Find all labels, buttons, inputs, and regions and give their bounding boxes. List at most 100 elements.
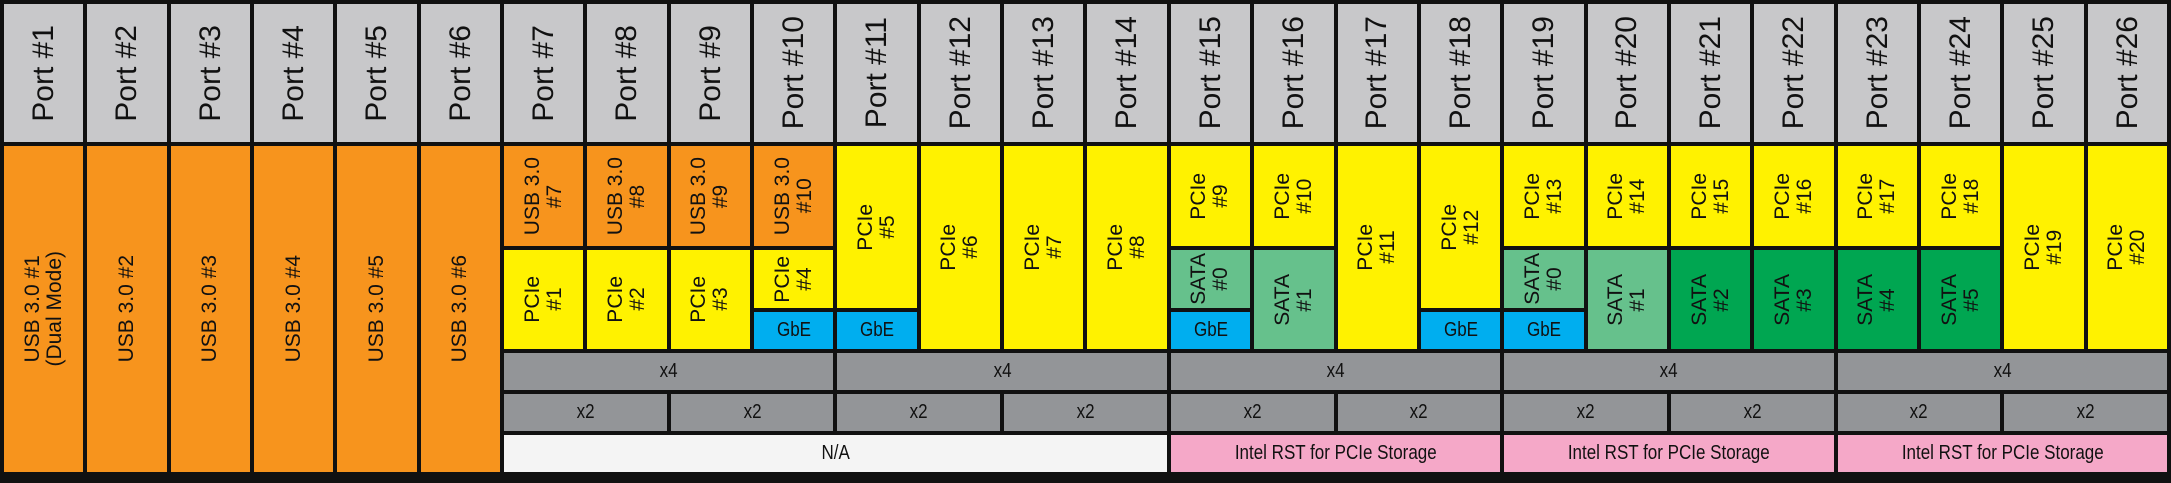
pcie-lane: PCIe #18 (1920, 146, 2001, 246)
port-header-label: Port #25 (2027, 16, 2061, 130)
port-header-label: Port #23 (1860, 16, 1894, 130)
port-header-label: Port #1 (26, 24, 60, 122)
x2-group: x2 (1004, 394, 1167, 431)
port-header: Port #17 (1337, 4, 1417, 142)
x2-group-label: x2 (1743, 401, 1762, 423)
gbe-lane: GbE (1504, 312, 1584, 349)
port-header-label: Port #9 (693, 24, 727, 122)
pcie-lane-label: PCIe #8 (1104, 224, 1150, 271)
sata-lane: SATA #3 (1754, 250, 1834, 349)
na-cell: N/A (504, 435, 1167, 472)
pcie-lane-label: PCIe #1 (520, 276, 566, 323)
x4-group: x4 (504, 353, 834, 390)
gbe-lane-label: GbE (860, 319, 895, 341)
pcie-lane-label: PCIe #17 (1854, 172, 1900, 220)
pcie-lane: PCIe #16 (1754, 146, 1834, 246)
intel-rst-cell: Intel RST for PCIe Storage (1170, 435, 1501, 472)
port-header-label: Port #6 (443, 24, 477, 122)
port-header-label: Port #4 (276, 24, 310, 122)
pcie-lane: PCIe #1 (504, 250, 584, 349)
usb-lane: USB 3.0 #4 (254, 146, 334, 472)
port-header: Port #23 (1837, 4, 1917, 142)
sata-lane: SATA #2 (1670, 250, 1751, 349)
port-header: Port #20 (1587, 4, 1667, 142)
port-header: Port #21 (1670, 4, 1751, 142)
intel-rst-cell-label: Intel RST for PCIe Storage (1567, 442, 1770, 464)
pcie-lane: PCIe #19 (2004, 146, 2084, 349)
port-header-label: Port #16 (1277, 16, 1311, 130)
pcie-lane-label: PCIe #11 (1354, 224, 1400, 271)
gbe-lane-label: GbE (1193, 319, 1228, 341)
x2-group-label: x2 (743, 401, 762, 423)
usb-lane: USB 3.0 #9 (670, 146, 751, 246)
intel-rst-cell-label: Intel RST for PCIe Storage (1901, 442, 2104, 464)
usb-lane-label: USB 3.0 #6 (448, 255, 472, 363)
gbe-lane: GbE (1420, 312, 1501, 349)
sata-lane-label: SATA #5 (1937, 273, 1983, 326)
port-header-label: Port #11 (860, 17, 894, 129)
x2-group-label: x2 (1076, 401, 1095, 423)
port-header-label: Port #18 (1443, 16, 1477, 130)
pcie-lane: PCIe #2 (587, 250, 667, 349)
pcie-lane: PCIe #9 (1170, 146, 1251, 246)
x2-group: x2 (1170, 394, 1334, 431)
x4-group: x4 (1170, 353, 1501, 390)
pcie-lane-label: PCIe #5 (854, 203, 900, 251)
x4-group-label: x4 (1326, 360, 1345, 382)
port-header-label: Port #14 (1110, 16, 1144, 130)
gbe-lane-label: GbE (1526, 319, 1561, 341)
pcie-lane-label: PCIe #9 (1187, 172, 1233, 220)
pcie-lane: PCIe #6 (920, 146, 1001, 349)
usb-lane-label: USB 3.0 #1 (Dual Mode) (20, 251, 66, 367)
x2-group-label: x2 (1243, 401, 1262, 423)
pcie-lane-label: PCIe #6 (937, 224, 983, 271)
usb-lane-label: USB 3.0 #4 (281, 255, 305, 363)
sata-lane: SATA #4 (1837, 250, 1917, 349)
port-header-label: Port #10 (777, 16, 811, 130)
usb-lane-label: USB 3.0 #3 (198, 255, 222, 363)
pcie-lane: PCIe #7 (1004, 146, 1084, 349)
port-header-label: Port #5 (360, 24, 394, 122)
x2-group: x2 (670, 394, 834, 431)
sata-lane-label: SATA #4 (1854, 273, 1900, 326)
pcie-lane-label: PCIe #19 (2020, 224, 2066, 271)
x2-group-label: x2 (2076, 401, 2095, 423)
pcie-lane-label: PCIe #2 (604, 276, 650, 323)
sata-lane: SATA #1 (1254, 250, 1334, 349)
pcie-lane-label: PCIe #13 (1520, 172, 1566, 220)
port-header: Port #18 (1420, 4, 1501, 142)
usb-lane-label: USB 3.0 #10 (770, 156, 816, 236)
port-header: Port #3 (170, 4, 251, 142)
x2-group-label: x2 (909, 401, 928, 423)
port-header-label: Port #2 (110, 24, 144, 122)
x2-group-label: x2 (576, 401, 595, 423)
sata-lane: SATA #0 (1170, 250, 1251, 308)
port-header: Port #8 (587, 4, 667, 142)
sata-lane-label: SATA #3 (1770, 273, 1816, 326)
port-header-label: Port #12 (943, 16, 977, 130)
x2-group: x2 (1504, 394, 1667, 431)
pcie-lane: PCIe #11 (1337, 146, 1417, 349)
x4-group-label: x4 (659, 360, 678, 382)
x4-group: x4 (837, 353, 1167, 390)
port-header-label: Port #19 (1527, 16, 1561, 130)
gbe-lane-label: GbE (1443, 319, 1478, 341)
pcie-lane-label: PCIe #16 (1770, 172, 1816, 220)
port-header-label: Port #21 (1693, 16, 1727, 130)
x4-group: x4 (1504, 353, 1834, 390)
pcie-lane-label: PCIe #3 (687, 276, 733, 323)
x2-group-label: x2 (1909, 401, 1928, 423)
port-header: Port #9 (670, 4, 751, 142)
pcie-lane: PCIe #15 (1670, 146, 1751, 246)
pcie-lane-label: PCIe #18 (1937, 172, 1983, 220)
x2-group: x2 (2004, 394, 2167, 431)
x4-group-label: x4 (1993, 360, 2012, 382)
gbe-lane: GbE (1170, 312, 1251, 349)
pcie-lane: PCIe #10 (1254, 146, 1334, 246)
pcie-lane-label: PCIe #14 (1604, 172, 1650, 220)
x2-group: x2 (1670, 394, 1834, 431)
usb-lane: USB 3.0 #6 (420, 146, 501, 472)
usb-lane: USB 3.0 #8 (587, 146, 667, 246)
port-header-label: Port #3 (193, 24, 227, 122)
port-header: Port #11 (837, 4, 917, 142)
